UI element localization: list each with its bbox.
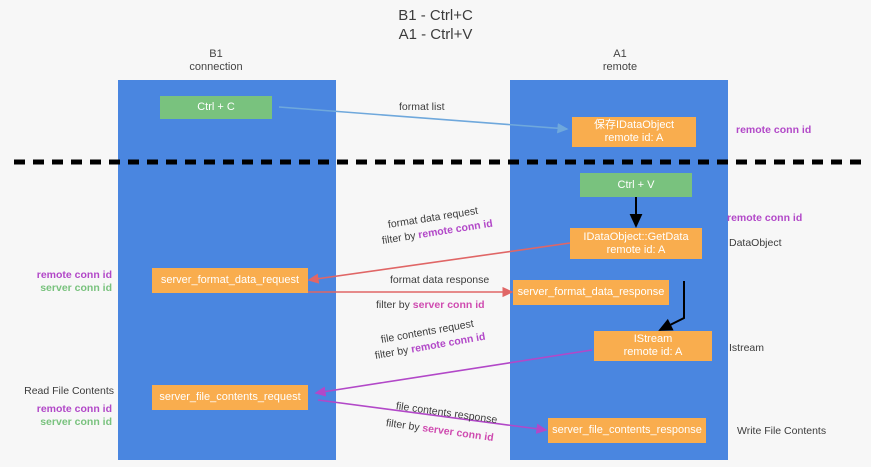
annotation-remote-conn-id-mid: remote conn id (727, 212, 803, 224)
filter-prefix: filter by (376, 299, 413, 311)
annotation-istream: Istream (729, 342, 765, 354)
filter-prefix: filter by (373, 343, 413, 362)
edge-label-format-data-response: format data response (390, 274, 490, 286)
annotation-dataobject: DataObject (729, 237, 782, 249)
page-title: B1 - Ctrl+C A1 - Ctrl+V (398, 7, 473, 43)
lane-header-a1: A1 remote (602, 48, 638, 73)
annotation-left-remote-conn-id-bottom: remote conn id (36, 403, 112, 415)
node-save-idataobject[interactable]: 保存IDataObject remote id: A (572, 117, 696, 147)
node-ctrl-v[interactable]: Ctrl + V (580, 173, 692, 197)
node-server-file-contents-response[interactable]: server_file_contents_response (548, 418, 706, 443)
filter-prefix: filter by (381, 229, 420, 247)
node-server-file-contents-request[interactable]: server_file_contents_request (152, 385, 308, 410)
node-server-format-data-response[interactable]: server_format_data_response (513, 280, 669, 305)
annotation-write-file-contents: Write File Contents (737, 425, 827, 437)
filter-prefix: filter by (385, 417, 424, 435)
annotation-left-remote-conn-id-mid: remote conn id (36, 269, 112, 281)
node-ctrl-c[interactable]: Ctrl + C (160, 96, 272, 119)
annotation-read-file-contents: Read File Contents (24, 385, 114, 397)
edge-label-format-list: format list (399, 101, 445, 113)
annotation-left-server-conn-id-mid: server conn id (40, 282, 112, 294)
node-idataobject-getdata[interactable]: IDataObject::GetData remote id: A (570, 228, 702, 259)
filter-key-server-conn-id: server conn id (412, 299, 485, 311)
annotation-left-server-conn-id-bottom: server conn id (40, 416, 112, 428)
lane-header-b1: B1 connection (189, 48, 243, 73)
annotation-remote-conn-id-top: remote conn id (736, 124, 812, 136)
node-server-format-data-request[interactable]: server_format_data_request (152, 268, 308, 293)
edge-label-format-data-response-filter: filter by server conn id (376, 298, 485, 312)
node-istream[interactable]: IStream remote id: A (594, 331, 712, 361)
